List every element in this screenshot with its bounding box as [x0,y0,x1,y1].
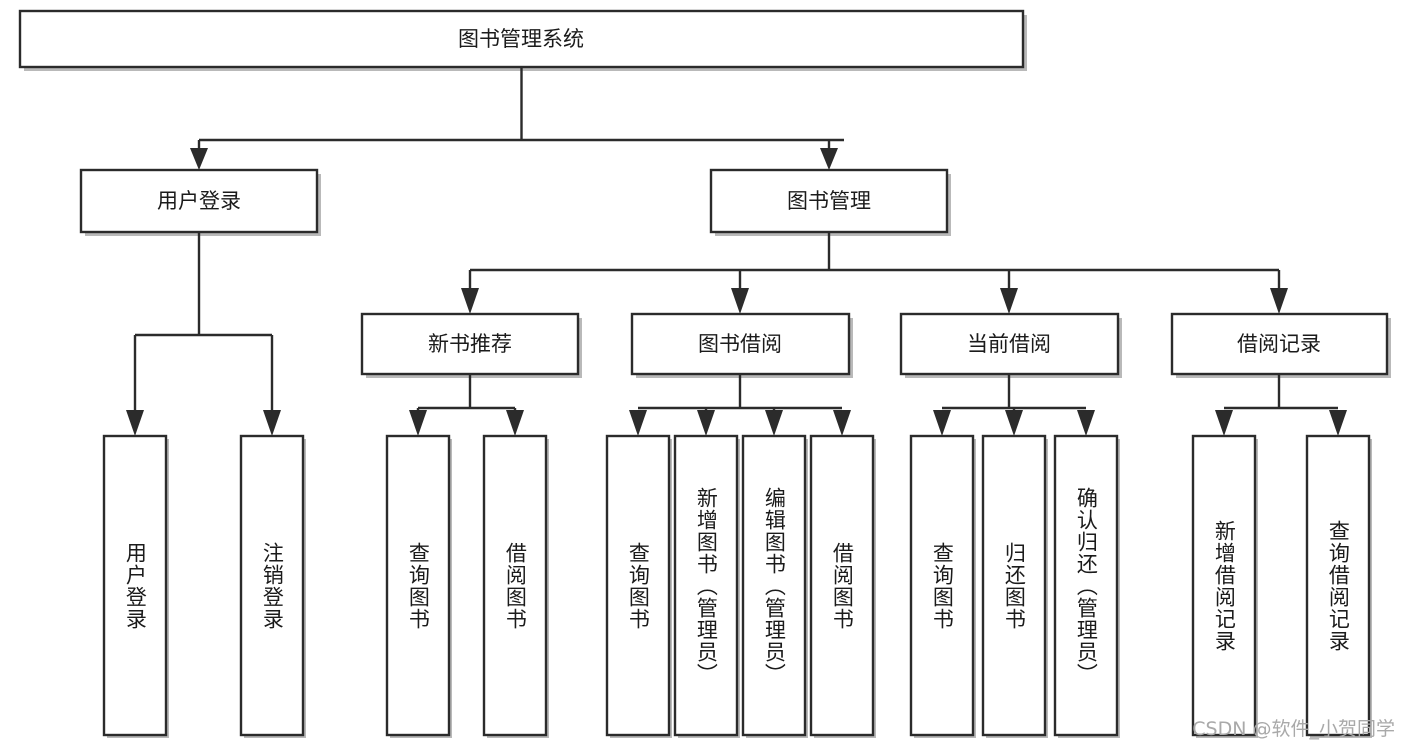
arrow-head-new-book-recommend [461,288,479,314]
arrow-head-leaf-query-book-current [933,410,951,436]
watermark-text: CSDN @软件_小贺同学 [1192,718,1395,740]
arrow-head-leaf-add-book-admin [697,410,715,436]
node-new-book-recommend[interactable] [360,312,580,376]
arrow-head-leaf-query-book-borrow [629,410,647,436]
label-root: 图书管理系统 [458,27,584,51]
node-user-login[interactable] [79,168,319,234]
node-leaf-user-logout[interactable] [239,434,305,737]
node-leaf-query-borrow-record[interactable] [1305,434,1371,737]
arrow-head-book-borrow [731,288,749,314]
horizontal-node-labels: 图书管理系统 用户登录 图书管理 新书推荐 图书借阅 当前借阅 借阅记录 [157,27,1321,356]
arrow-head-leaf-query-book-new [409,410,427,436]
arrow-head-leaf-confirm-return-admin [1077,410,1095,436]
node-leaf-edit-book-admin[interactable] [741,434,807,737]
arrow-head-leaf-edit-book-admin [765,410,783,436]
arrow-head-book-management [820,148,838,170]
connectors [126,67,1347,436]
arrow-head-borrow-record [1270,288,1288,314]
label-user-login: 用户登录 [157,189,241,213]
arrow-head-leaf-add-borrow-record [1215,410,1233,436]
node-leaf-query-book-borrow[interactable] [605,434,671,737]
label-new-book-recommend: 新书推荐 [428,332,512,356]
node-root[interactable] [18,9,1025,69]
node-leaf-query-book-current[interactable] [909,434,975,737]
node-leaf-confirm-return-admin[interactable] [1053,434,1119,737]
node-book-borrow[interactable] [630,312,851,376]
node-current-borrow[interactable] [899,312,1120,376]
label-book-management: 图书管理 [787,189,871,213]
node-leaf-borrow-book-new[interactable] [482,434,548,737]
label-book-borrow: 图书借阅 [698,332,782,356]
arrow-head-leaf-borrow-book-new [506,410,524,436]
label-current-borrow: 当前借阅 [967,332,1051,356]
node-leaf-borrow-book[interactable] [809,434,875,737]
arrow-head-leaf-user-logout [263,410,281,436]
node-leaf-query-book-new[interactable] [385,434,451,737]
node-boxes [18,9,1389,737]
arrow-head-leaf-user-login [126,410,144,436]
node-leaf-add-borrow-record[interactable] [1191,434,1257,737]
node-leaf-add-book-admin[interactable] [673,434,739,737]
node-book-management[interactable] [709,168,949,234]
node-leaf-return-book[interactable] [981,434,1047,737]
arrow-head-user-login [190,148,208,170]
arrow-head-leaf-return-book [1005,410,1023,436]
arrow-head-current-borrow [1000,288,1018,314]
label-borrow-record: 借阅记录 [1237,332,1321,356]
arrow-head-leaf-query-borrow-record [1329,410,1347,436]
arrow-head-leaf-borrow-book [833,410,851,436]
node-borrow-record[interactable] [1170,312,1389,376]
node-leaf-user-login[interactable] [102,434,168,737]
